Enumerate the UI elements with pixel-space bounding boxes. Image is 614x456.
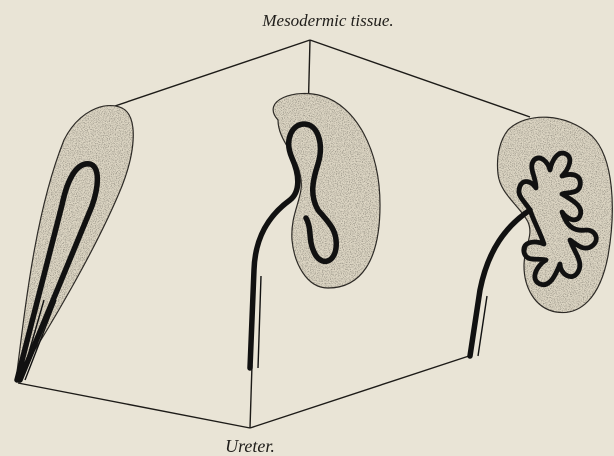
label-ureter: Ureter.: [225, 436, 275, 456]
label-mesodermic-tissue: Mesodermic tissue.: [261, 11, 393, 30]
